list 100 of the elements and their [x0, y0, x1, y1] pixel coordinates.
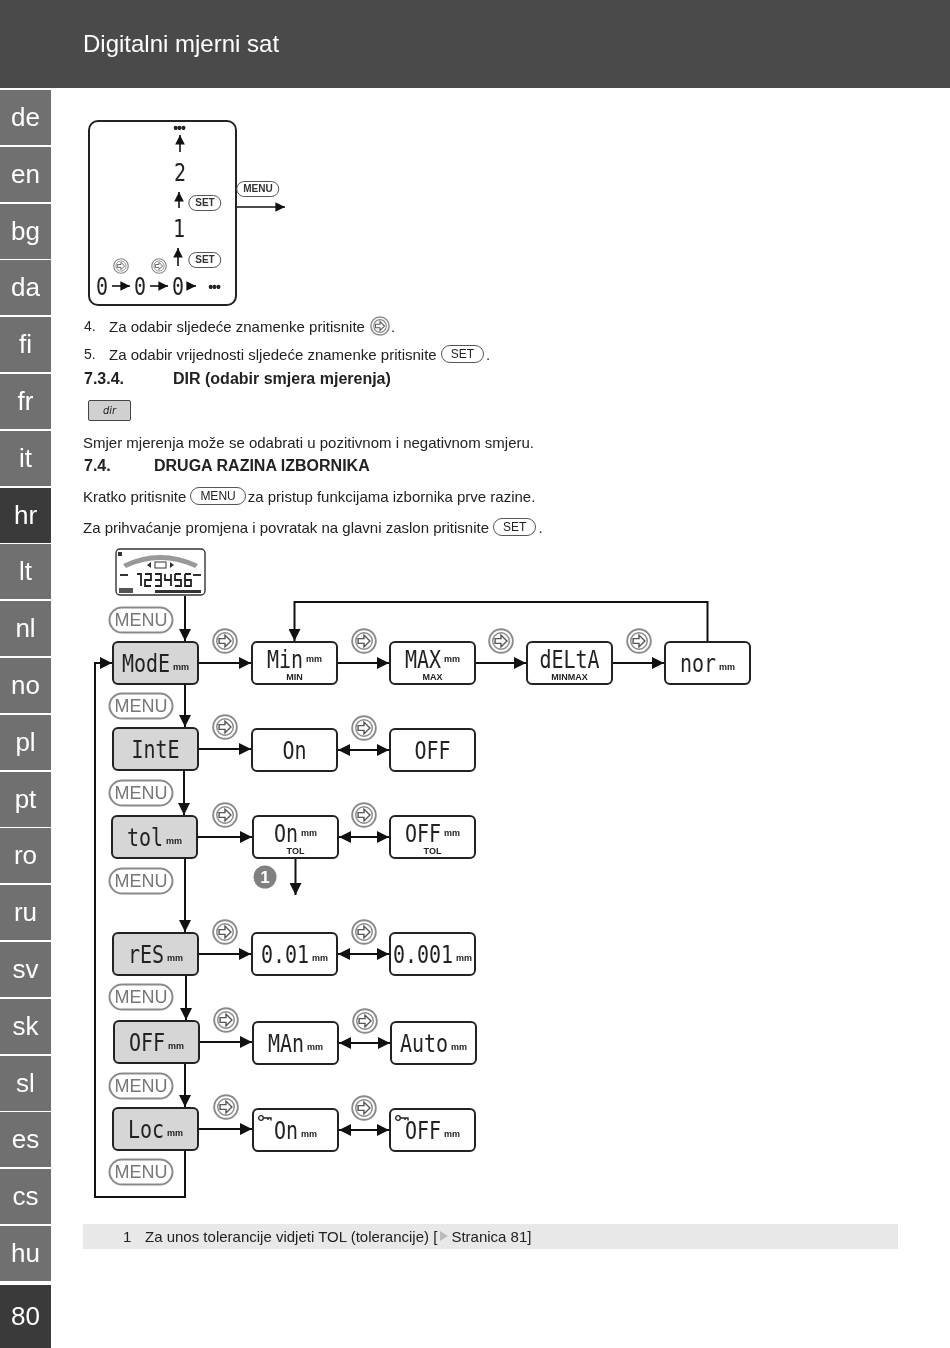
language-tab: sk [0, 998, 51, 1054]
arrow [179, 595, 191, 642]
arrow [179, 1063, 191, 1108]
arrow [338, 1037, 391, 1049]
footnote-text: Stranica 81] [451, 1227, 532, 1245]
arrow [178, 770, 190, 816]
arrow [173, 247, 183, 267]
lcd-text: ModE [121, 649, 171, 677]
arrow [186, 281, 197, 291]
lcd-text: On [282, 736, 307, 764]
indicator-text: MAX [421, 672, 444, 682]
section-heading: DIR (odabir smjera mjerenja) [173, 370, 391, 388]
option-display [251, 728, 338, 772]
arrow [175, 134, 185, 153]
key-symbol: MENU [108, 983, 174, 1011]
lcd-text: Min [266, 645, 304, 673]
language-tab: fr [0, 374, 51, 429]
section-heading: DRUGA RAZINA IZBORNIKA [154, 457, 370, 475]
body-text: Za prihvaćanje promjena i povratak na glavni zaslon pritisnite [83, 518, 490, 536]
arrow [111, 281, 131, 291]
key-symbol: MENU [108, 867, 174, 895]
lcd-digit: 2 [169, 152, 191, 192]
language-tab: lt [0, 544, 51, 600]
indicator-text: MINMAX [550, 672, 589, 682]
unit-text: mm [307, 1042, 324, 1052]
option-display [390, 1021, 477, 1065]
unit-text: mm [301, 828, 318, 838]
arrow [174, 191, 184, 209]
option-display [389, 815, 476, 859]
lcd-digit: 0 [92, 266, 112, 306]
unit-text: mm [444, 1129, 461, 1139]
option-display [389, 641, 476, 685]
key-symbol: MENU [236, 181, 280, 197]
language-tab: hu [0, 1226, 51, 1281]
arrow [179, 684, 191, 728]
arrow [236, 202, 286, 212]
lcd-text: Loc [127, 1115, 165, 1143]
section-number: 7.3.4. [84, 370, 125, 388]
footnote-text: Za unos tolerancije vidjeti TOL (tolerancije) [ [145, 1227, 438, 1245]
lcd-text: MAX [404, 645, 442, 673]
language-tab: sv [0, 942, 51, 997]
unit-text: mm [168, 1041, 185, 1051]
unit-text: mm [306, 654, 323, 664]
lcd-button [88, 400, 131, 421]
lcd-text: MAn [267, 1029, 305, 1057]
language-tab: sl [0, 1055, 51, 1111]
unit-text: mm [301, 1129, 318, 1139]
language-tab: ru [0, 885, 51, 941]
language-tab: en [0, 146, 51, 202]
arrow [289, 858, 302, 896]
instruction-text: Za odabir sljedeće znamenke pritisnite [109, 317, 365, 335]
arrow [198, 657, 252, 669]
step-number: 5. [84, 346, 96, 362]
key-symbol: MENU [108, 606, 174, 634]
lcd-digit: 0 [130, 266, 150, 306]
lcd-text: On [273, 1116, 299, 1144]
unit-text: mm [444, 654, 461, 664]
lcd-digit: 1 [168, 208, 190, 248]
language-tab: bg [0, 203, 51, 259]
option-display [252, 1021, 339, 1065]
language-tab: ro [0, 828, 51, 884]
indicator-text: TOL [285, 846, 306, 856]
language-tab: nl [0, 601, 51, 657]
lcd-text: IntE [131, 735, 180, 763]
key-symbol: MENU [108, 1072, 174, 1100]
arrow [612, 657, 665, 669]
menu-item-display [111, 815, 198, 859]
lcd-text: On [273, 819, 299, 847]
body-text: Smjer mjerenja može se odabrati u pozitivnom i negativnom smjeru. [83, 433, 535, 451]
language-tab: da [0, 260, 51, 316]
language-tab: cs [0, 1169, 51, 1225]
lcd-text: dELtA [539, 645, 600, 673]
unit-text: mm [451, 1042, 468, 1052]
option-display [251, 932, 338, 976]
arrow [180, 975, 192, 1021]
arrow [338, 1124, 390, 1136]
callout-number: 1 [253, 865, 277, 889]
menu-item-display [112, 932, 199, 976]
lcd-text: 0.001 [392, 940, 454, 968]
language-tab: de [0, 90, 51, 145]
menu-item-display [112, 727, 199, 771]
option-display [389, 932, 476, 976]
body-text: Kratko pritisnite [83, 487, 187, 505]
lcd-text: OFF [404, 819, 442, 847]
arrow [198, 948, 252, 960]
lcd-text: Auto [399, 1029, 449, 1057]
option-display [389, 1108, 476, 1152]
arrow [197, 831, 253, 843]
option-display [252, 815, 339, 859]
lcd-text: rES [127, 940, 165, 968]
lcd-display-drawing [115, 548, 206, 596]
arrow [337, 948, 390, 960]
ellipsis-dots: ••• [196, 279, 232, 295]
language-tab: pl [0, 714, 51, 770]
section-number: 7.4. [84, 457, 111, 475]
body-text: za pristup funkcijama izbornika prve razine. [247, 487, 536, 505]
ellipsis-dots: ••• [163, 121, 195, 135]
arrow [338, 831, 390, 843]
punctuation: . [538, 518, 543, 536]
arrow [337, 657, 390, 669]
